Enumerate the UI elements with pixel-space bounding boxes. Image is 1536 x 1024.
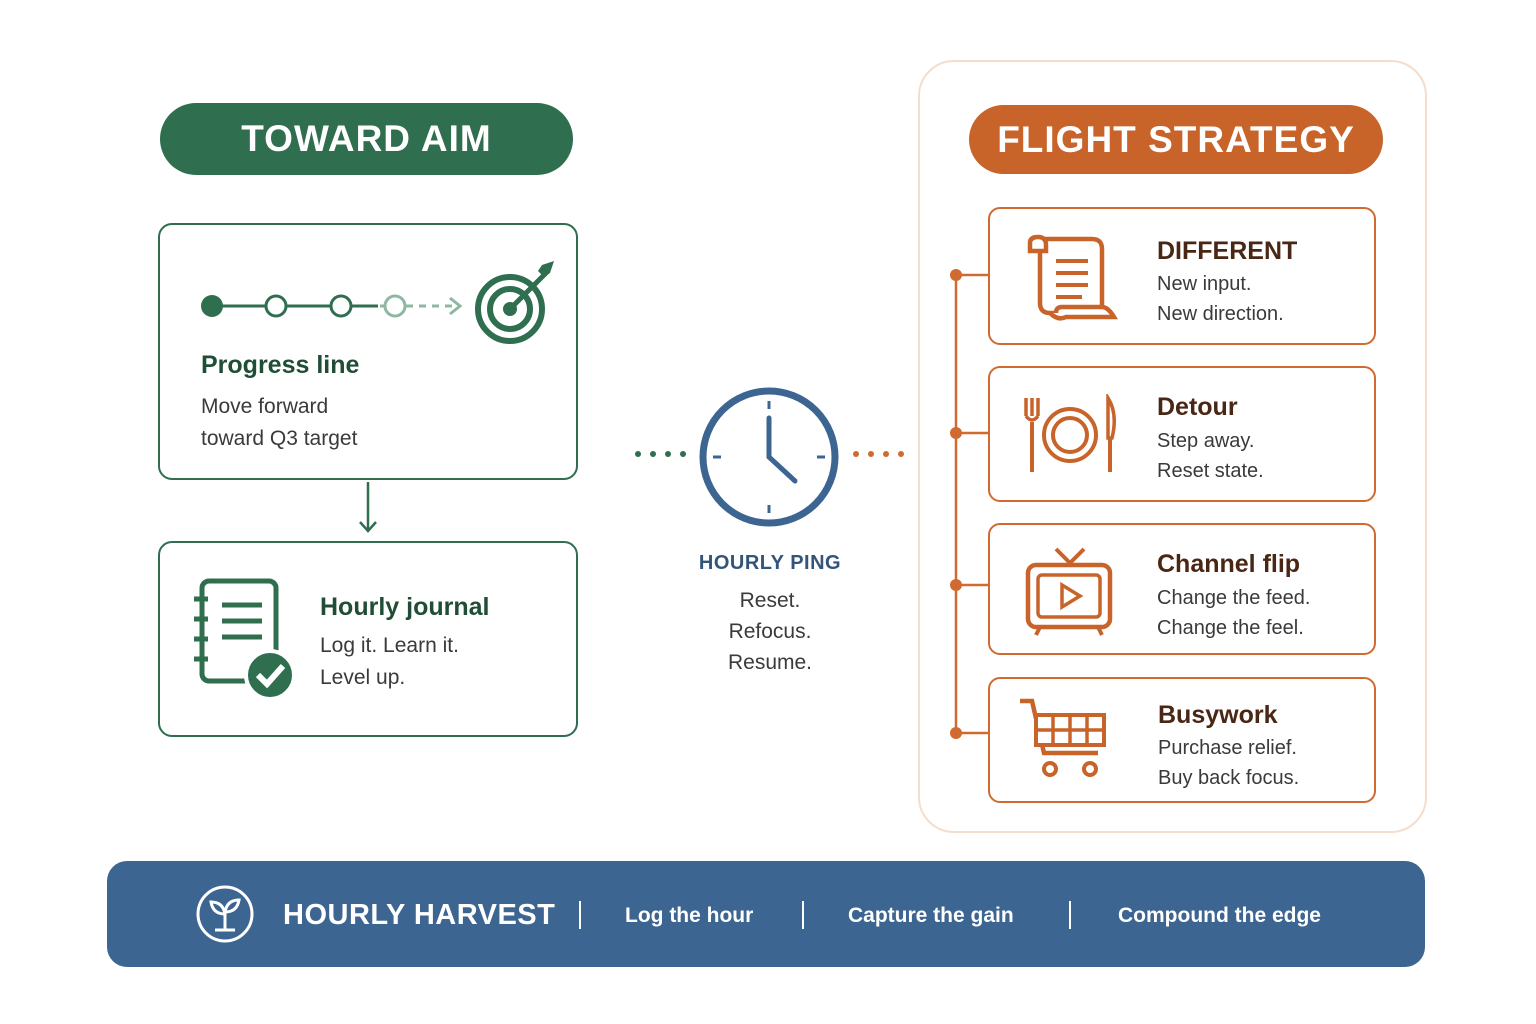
progress-line-icon — [201, 294, 463, 318]
bar-item-log-hour: Log the hour — [625, 904, 754, 927]
strategy-card-busywork-text-2: Buy back focus. — [1158, 767, 1300, 789]
progress-line-text-1: Move forward — [201, 395, 329, 418]
hourly-journal-title: Hourly journal — [320, 593, 490, 621]
orange-dotted-connector — [853, 451, 904, 457]
strategy-card-busywork: Busywork Purchase relief. Buy back focus… — [988, 677, 1376, 803]
strategy-card-different: DIFFERENT New input. New direction. — [988, 207, 1376, 345]
strategy-card-channel-flip-title: Channel flip — [1157, 550, 1301, 578]
bar-item-compound-edge: Compound the edge — [1118, 904, 1321, 927]
strategy-card-channel-flip-text-2: Change the feel. — [1157, 617, 1304, 639]
progress-line-text-2: toward Q3 target — [201, 427, 358, 450]
toward-aim-header: TOWARD AIM — [160, 103, 573, 175]
strategy-card-different-title: DIFFERENT — [1157, 237, 1298, 265]
bar-separator — [802, 901, 804, 929]
green-dotted-connector — [635, 451, 686, 457]
hourly-ping-line-3: Resume. — [727, 651, 813, 674]
hourly-ping-title: HOURLY PING — [698, 552, 842, 574]
hourly-harvest-title: HOURLY HARVEST — [283, 899, 556, 931]
plate-cutlery-icon — [1024, 394, 1116, 472]
hourly-journal-text-2: Level up. — [320, 666, 406, 689]
strategy-card-detour-text-1: Step away. — [1157, 430, 1255, 452]
strategy-card-channel-flip-text-1: Change the feed. — [1157, 587, 1311, 609]
strategy-card-busywork-text-1: Purchase relief. — [1158, 737, 1297, 759]
hourly-journal-text-1: Log it. Learn it. — [320, 634, 459, 657]
bar-item-capture-gain: Capture the gain — [848, 904, 1014, 927]
strategy-card-detour-text-2: Reset state. — [1157, 460, 1264, 482]
flight-strategy-header: FLIGHT STRATEGY — [969, 105, 1383, 174]
target-icon — [475, 261, 554, 344]
progress-line-card: Progress line Move forward toward Q3 tar… — [158, 223, 578, 480]
strategy-card-detour: Detour Step away. Reset state. — [988, 366, 1376, 502]
strategy-card-channel-flip: Channel flip Change the feed. Change the… — [988, 523, 1376, 655]
strategy-card-detour-title: Detour — [1157, 393, 1238, 421]
progress-line-title: Progress line — [201, 351, 360, 379]
hourly-ping-line-2: Refocus. — [728, 620, 812, 643]
strategy-card-different-text-1: New input. — [1157, 273, 1252, 295]
journal-check-icon — [194, 578, 296, 701]
down-arrow-icon — [359, 482, 377, 533]
sprout-icon — [196, 885, 254, 943]
clock-icon — [699, 387, 839, 527]
bar-separator — [1069, 901, 1071, 929]
shopping-cart-icon — [1020, 698, 1106, 777]
strategy-connector-line — [950, 269, 990, 739]
hourly-harvest-bar: HOURLY HARVEST Log the hour Capture the … — [107, 861, 1425, 967]
hourly-journal-card: Hourly journal Log it. Learn it. Level u… — [158, 541, 578, 737]
hourly-ping-line-1: Reset. — [739, 589, 801, 612]
scroll-icon — [1027, 234, 1118, 321]
strategy-card-busywork-title: Busywork — [1158, 701, 1278, 729]
strategy-card-different-text-2: New direction. — [1157, 303, 1284, 325]
bar-separator — [579, 901, 581, 929]
tv-icon — [1025, 547, 1113, 636]
